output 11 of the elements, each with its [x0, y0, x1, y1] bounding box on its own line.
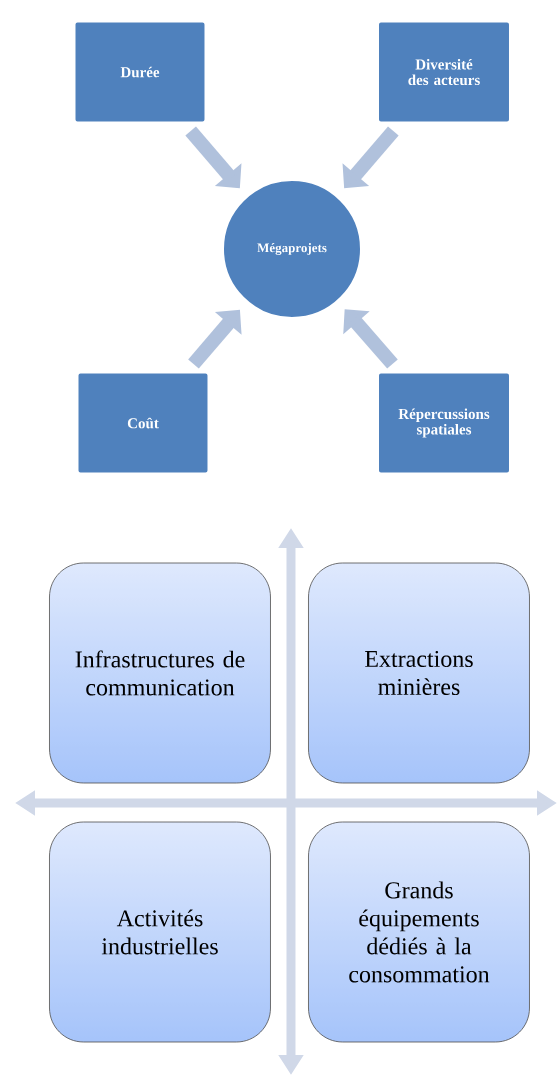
block-arrow [343, 309, 398, 369]
label-box: Durée [67, 14, 213, 130]
label-box: Répercussions spatiales [371, 365, 517, 481]
label-box: Diversité des acteurs [371, 14, 517, 130]
quadrant-box: Grands équipements dédiés à la consommation [308, 821, 530, 1043]
quadrant-box: Infrastructures de communication [49, 562, 271, 784]
label-box: Coût [70, 365, 216, 481]
block-arrow [185, 126, 242, 189]
quadrant-box: Extractions minières [308, 562, 530, 784]
block-arrow [342, 126, 399, 189]
quadrant-box: Activités industrielles [49, 821, 271, 1043]
